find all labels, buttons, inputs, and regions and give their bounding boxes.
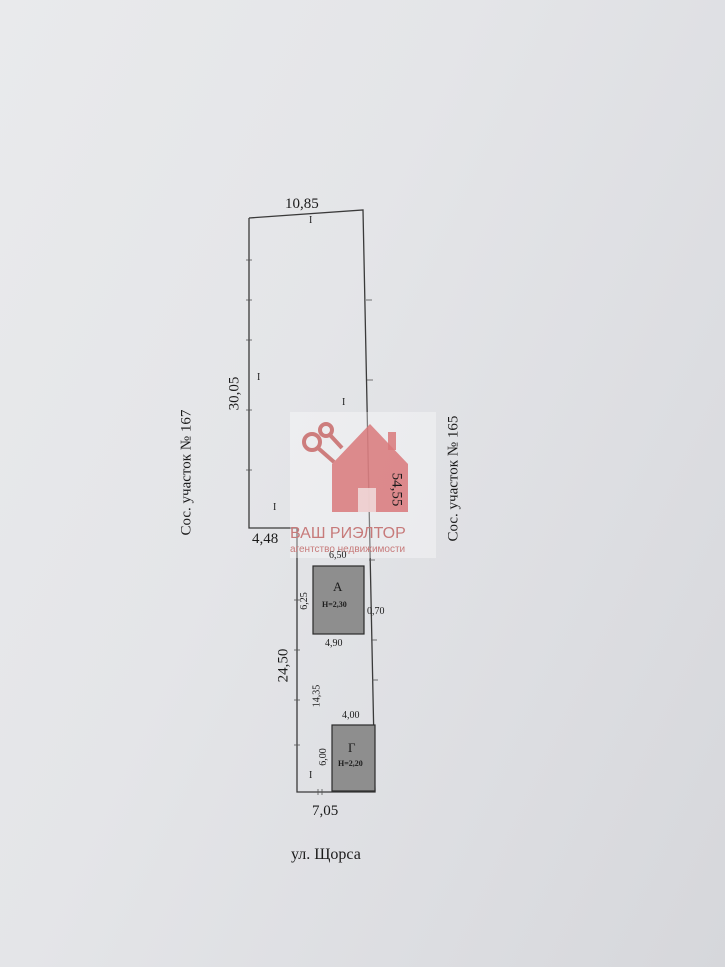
dim-house-bottom: 4,90 xyxy=(325,638,343,649)
dim-right-total: 54,55 xyxy=(388,472,405,507)
boundary-ticks xyxy=(246,259,378,795)
watermark-brand: ВАШ РИЭЛТОР xyxy=(290,525,406,542)
neighbor-left-label: Сос. участок № 167 xyxy=(178,409,195,536)
house-keys-icon xyxy=(302,422,408,512)
dim-step-left: 4,48 xyxy=(252,531,279,547)
house-a-footprint xyxy=(312,565,365,635)
segment-mark-step: I xyxy=(273,502,277,513)
dim-top-width: 10,85 xyxy=(285,196,319,212)
dim-house-gap: 0,70 xyxy=(367,606,385,617)
house-a-letter: А xyxy=(333,579,343,594)
dim-house-side: 6,25 xyxy=(298,592,310,610)
dim-left-upper: 30,05 xyxy=(226,376,243,411)
dim-garage-side: 6,00 xyxy=(317,748,329,766)
plot-boundary xyxy=(248,209,376,793)
watermark-logo: ВАШ РИЭЛТОР агентство недвижимости xyxy=(290,412,436,558)
garage-g-height: Н=2,20 xyxy=(338,759,363,768)
neighbor-right-label: Сос. участок № 165 xyxy=(445,415,462,542)
dim-garage-top: 4,00 xyxy=(342,710,360,721)
dim-house-top: 6,50 xyxy=(329,550,347,561)
dim-inner-gap: 14,35 xyxy=(311,684,323,708)
street-label: ул. Щорса xyxy=(291,846,361,863)
segment-mark-right: I xyxy=(342,397,346,408)
watermark-tagline: агентство недвижимости xyxy=(290,544,406,555)
segment-mark-bottom: I xyxy=(309,770,313,781)
house-a-height: Н=2,30 xyxy=(322,600,347,609)
garage-g-letter: Г xyxy=(348,740,356,755)
segment-mark-left: I xyxy=(257,372,261,383)
segment-mark-top: I xyxy=(309,215,313,226)
dim-bottom-width: 7,05 xyxy=(312,803,339,819)
garage-g-footprint xyxy=(331,724,376,792)
dim-left-lower: 24,50 xyxy=(275,648,292,683)
